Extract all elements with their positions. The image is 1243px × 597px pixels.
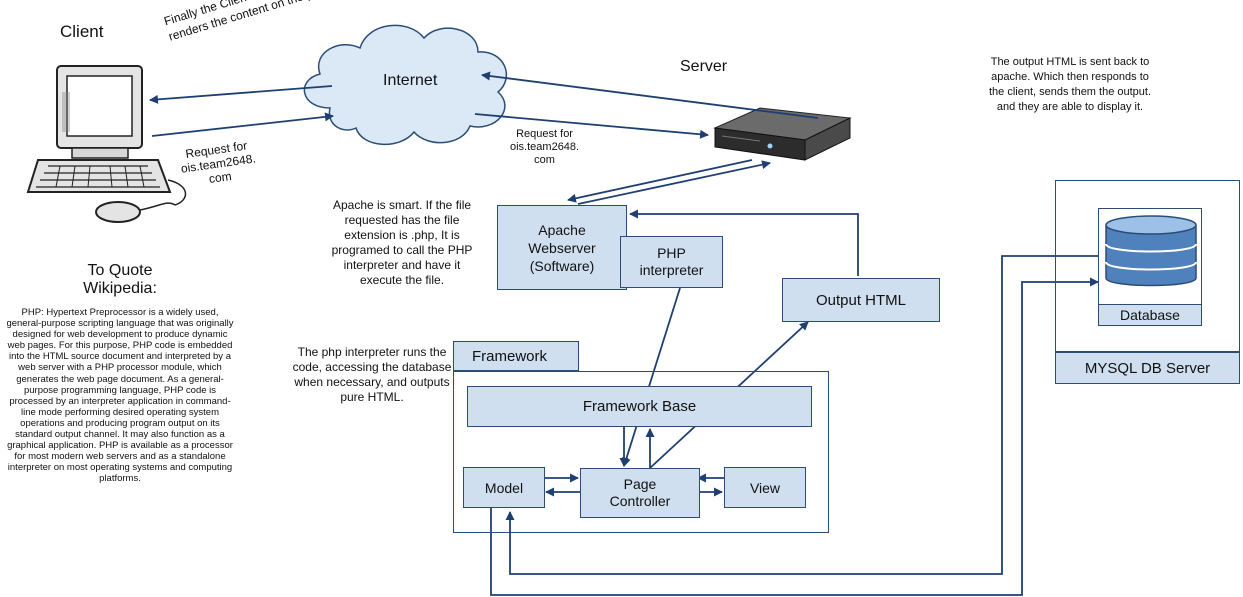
apache-webserver-box: Apache Webserver (Software) — [497, 205, 627, 290]
php-interpreter-box: PHP interpreter — [620, 236, 723, 288]
framework-container — [453, 371, 829, 533]
internet-label: Internet — [383, 72, 438, 89]
model-box: Model — [463, 467, 545, 508]
arrow-model-to-database — [490, 277, 1099, 596]
php-interpreter-note: The php interpreter runs the code, acces… — [292, 345, 452, 404]
arrow-server-to-apache — [567, 159, 753, 203]
server-label: Server — [680, 58, 728, 75]
mysql-server-frame — [1055, 180, 1240, 352]
database-icon — [1105, 215, 1197, 287]
database-label-box: Database — [1098, 304, 1202, 326]
arrows — [149, 71, 1099, 596]
client-label: Client — [60, 22, 104, 41]
wikipedia-quote: PHP: Hypertext Preprocessor is a widely … — [6, 307, 234, 485]
view-box: View — [724, 467, 806, 508]
cloud-icon — [303, 24, 508, 145]
mysql-db-server-box: MYSQL DB Server — [1055, 352, 1240, 384]
request-note-server: Request for ois.team2648. com — [510, 128, 580, 166]
arrow-database-to-model — [505, 255, 1098, 575]
arrow-apache-to-server — [577, 160, 771, 205]
framework-label-box: Framework — [453, 341, 579, 371]
framework-base-box: Framework Base — [467, 386, 812, 427]
output-note: The output HTML is sent back to apache. … — [988, 56, 1152, 113]
wikipedia-title: To Quote Wikipedia: — [83, 262, 157, 297]
arrow-server-to-internet — [481, 71, 819, 119]
arrow-internet-to-client — [149, 85, 333, 104]
page-controller-box: Page Controller — [580, 468, 700, 518]
apache-note: Apache is smart. If the file requested h… — [331, 198, 473, 287]
server-rack-icon — [713, 107, 852, 161]
arrow-output-to-apache — [629, 209, 859, 276]
arrow-client-to-internet — [151, 112, 334, 137]
arrow-internet-to-server — [474, 113, 709, 139]
computer-icon — [26, 65, 187, 223]
arrow-php-to-controller — [622, 287, 681, 467]
output-html-box: Output HTML — [782, 278, 940, 322]
